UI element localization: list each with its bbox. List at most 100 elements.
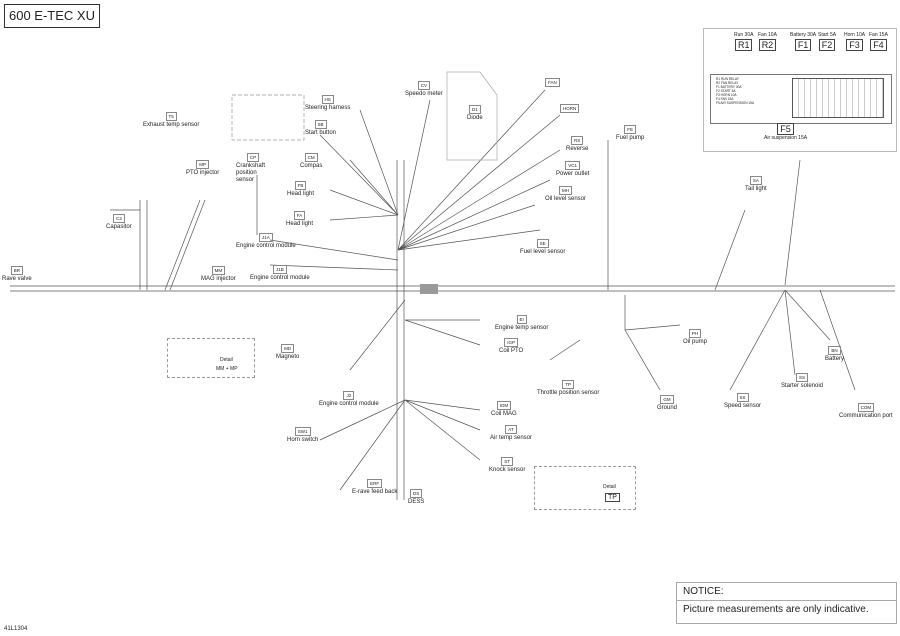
component-fan: FAN [545, 78, 560, 88]
notice-heading: NOTICE: [677, 583, 896, 601]
component-code: VC1 [565, 161, 581, 170]
main-harness [10, 285, 895, 292]
component-horn: HORN [560, 104, 580, 114]
component-name: Speedo meter [405, 91, 443, 97]
fuse-label: Fan 10A [758, 32, 777, 38]
fuse-legend-line: R1 RUN RELAY [716, 77, 739, 81]
component-name: Magneto [276, 354, 300, 360]
component-code: D1 [468, 105, 481, 114]
fuse-code: F1 [794, 39, 812, 51]
detail-mag-pto: Detail MM + MP [167, 338, 255, 378]
component-name: Diode [467, 115, 483, 121]
component-name: Power outlet [556, 171, 590, 177]
component-code: J1B [272, 265, 287, 274]
component-code: CM [304, 153, 318, 162]
component-name: Air temp sensor [490, 435, 533, 441]
component-code: GM [660, 395, 674, 404]
component-code: PH [688, 329, 702, 338]
fuse-code: R1 [734, 39, 753, 51]
left-trunk [139, 200, 148, 290]
component-name: Throttle position sensor [537, 390, 600, 396]
component-code: MP [196, 160, 209, 169]
notice-box: NOTICE: Picture measurements are only in… [676, 582, 897, 624]
detail-label: Detail [220, 357, 233, 363]
component-name: Coil MAG [491, 411, 517, 417]
component-code: COM [857, 403, 875, 412]
component-name: DESS [408, 499, 425, 505]
component-name: Communication port [839, 413, 893, 419]
component-name: Head light [287, 191, 315, 197]
component-code: IGM [496, 401, 512, 410]
component-code: AT [505, 425, 517, 434]
component-code: FAN [545, 78, 560, 87]
component-name: Engine control module [319, 401, 379, 407]
component-code: FA [293, 211, 306, 220]
component-code: SS [736, 393, 749, 402]
component-code: C3 [112, 214, 125, 223]
component-code: IGP [504, 338, 518, 347]
notice-text: Picture measurements are only indicative… [683, 604, 869, 615]
component-code: MD [281, 344, 295, 353]
fuse-legend-line: F5 AIR SUSPENSION 15A [716, 101, 755, 105]
component-code: DS [410, 489, 423, 498]
fuse-label: Start 5A [818, 32, 837, 38]
hub-branches [256, 89, 561, 271]
fuse-legend-line: F4 FAN 15A [716, 97, 734, 101]
component-name: Engine control module [250, 275, 310, 281]
component-code: RS [571, 136, 584, 145]
fuse-code: F5 [777, 123, 794, 135]
diagram-title: 600 E-TEC XU [4, 4, 100, 28]
component-name: Ground [657, 405, 678, 411]
fuse-label: Air suspension 15A [764, 135, 808, 141]
component-name: Fuel level sensor [520, 249, 566, 255]
component-name: Oil level sensor [545, 196, 587, 202]
component-code: ST [501, 457, 514, 466]
component-code: CP [246, 153, 260, 162]
component-code: HORN [560, 104, 580, 113]
fuse-legend-line: F3 HORN 10A [716, 93, 737, 97]
detail-tp: Detail TP [534, 466, 636, 510]
lower-branches [110, 209, 581, 491]
component-name: Capasitor [106, 224, 132, 230]
component-code: FB [294, 181, 307, 190]
component-name: Oil pump [683, 339, 708, 345]
hatched-block [420, 284, 438, 294]
fuse-legend-line: F2 START 5A [716, 89, 736, 93]
component-code: BN [828, 346, 841, 355]
component-code: SW1 [294, 427, 311, 436]
component-code: MH [559, 186, 572, 195]
component-name: Horn switch [287, 437, 319, 443]
fuse-block-connector [792, 78, 884, 118]
component-code: J2 [343, 391, 355, 400]
